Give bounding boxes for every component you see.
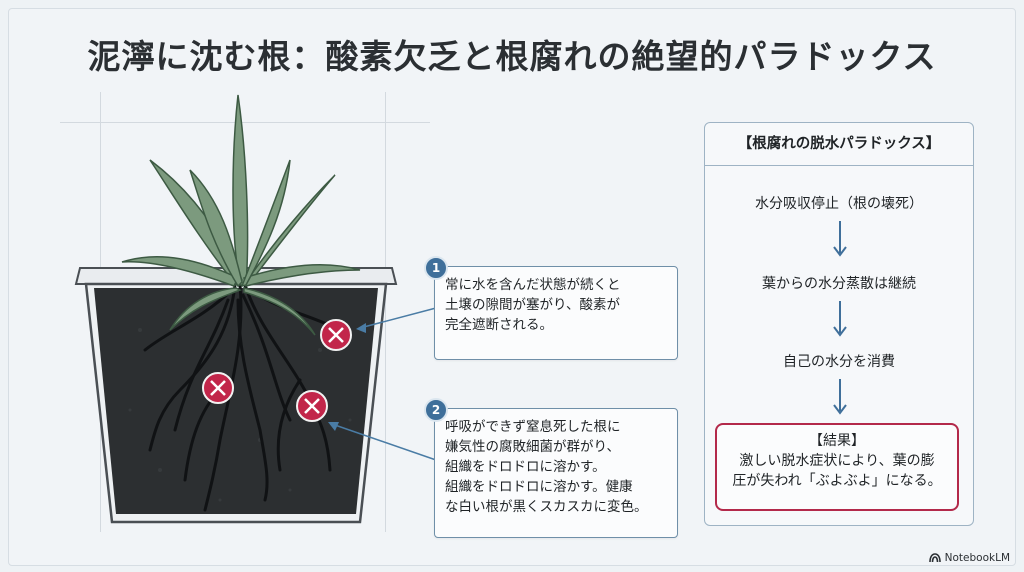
callout-text: 完全遮断される。	[445, 317, 553, 333]
watermark-text: NotebookLM	[944, 552, 1010, 564]
down-arrow-icon	[833, 301, 847, 337]
x-marker	[320, 319, 352, 351]
notebooklm-logo-icon	[928, 553, 941, 563]
down-arrow-icon	[833, 379, 847, 415]
result-text: 圧が失われ「ぶよぶよ」になる。	[732, 473, 942, 489]
callout-oxygen-blocked: 常に水を含んだ状態が続くと 土壌の隙間が塞がり、酸素が 完全遮断される。	[434, 266, 678, 360]
paradox-panel: 【根腐れの脱水パラドックス】 水分吸収停止（根の壊死） 葉からの水分蒸散は継続 …	[704, 122, 974, 526]
panel-title: 【根腐れの脱水パラドックス】	[705, 123, 973, 166]
flow-step: 葉からの水分蒸散は継続	[762, 276, 916, 292]
callout-text: 呼吸ができず窒息死した根に	[445, 419, 621, 435]
agave-leaves	[121, 94, 361, 336]
result-text: 激しい脱水症状により、葉の膨	[739, 453, 935, 469]
soil	[94, 288, 378, 514]
callout-number-badge: 1	[424, 256, 448, 280]
callout-text: な白い根が黒くスカスカに変色。	[445, 499, 648, 515]
page-title: 泥濘に沈む根：酸素欠乏と根腐れの絶望的パラドックス	[87, 37, 937, 76]
flow-step: 自己の水分を消費	[783, 354, 895, 370]
callout-text: 土壌の隙間が塞がり、酸素が	[445, 297, 620, 313]
callout-text: 常に水を含んだ状態が続くと	[445, 277, 621, 293]
notebooklm-watermark: NotebookLM	[928, 552, 1010, 564]
x-marker	[296, 390, 328, 422]
down-arrow-icon	[833, 221, 847, 257]
result-heading: 【結果】	[809, 433, 865, 449]
callout-root-rot: 呼吸ができず窒息死した根に 嫌気性の腐敗細菌が群がり、 組織をドロドロに溶かす。…	[434, 408, 678, 538]
flow-step: 水分吸収停止（根の壊死）	[755, 196, 923, 212]
result-box: 【結果】 激しい脱水症状により、葉の膨 圧が失われ「ぶよぶよ」になる。	[715, 423, 959, 511]
callout-text: 組織をドロドロに溶かす。	[445, 459, 606, 475]
pot-illustration	[74, 94, 398, 524]
callout-text: 組織をドロドロに溶かす。健康	[445, 479, 633, 495]
x-marker	[202, 372, 234, 404]
callout-number-badge: 2	[424, 398, 448, 422]
guide-line	[60, 122, 430, 123]
callout-text: 嫌気性の腐敗細菌が群がり、	[445, 439, 620, 455]
